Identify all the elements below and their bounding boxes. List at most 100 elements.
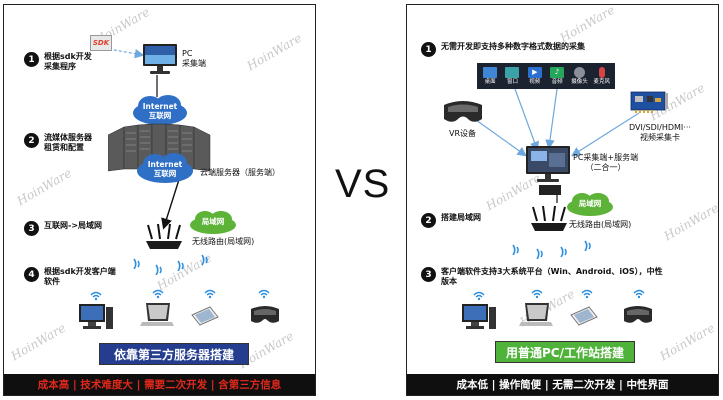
source-tile-microphone: 麦克风 (592, 66, 612, 86)
wifi-icon (633, 289, 645, 299)
step-number: 1 (421, 42, 436, 57)
right-connectors (468, 88, 640, 203)
step-text: 根据sdk开发客户端 软件 (44, 267, 116, 286)
right-step-3: 3 客户端软件支持3大系统平台（Win、Android、iOS），中性 版本 (421, 267, 663, 287)
laptop-icon (140, 303, 174, 326)
source-tile-video: ▶ 视频 (525, 66, 545, 86)
source-tile-camera: 摄像头 (569, 66, 589, 86)
wifi-icon (90, 291, 102, 301)
step-number: 1 (24, 52, 39, 67)
wifi-signal-icon (536, 248, 543, 259)
left-title: 依靠第三方服务器搭建 (99, 343, 249, 365)
left-step-1: 1 根据sdk开发 采集程序 (24, 52, 92, 72)
vs-label: VS (335, 162, 391, 206)
left-panel: HoinWare HoinWare HoinWare HoinWare Hoin… (3, 4, 316, 396)
source-tile-label: 麦克风 (593, 78, 611, 85)
microphone-icon (598, 66, 605, 78)
right-panel: HoinWare HoinWare HoinWare HoinWare Hoin… (406, 4, 719, 396)
step-number: 2 (24, 133, 39, 148)
source-tile-label: 音频 (551, 78, 563, 85)
lan-cloud: 局域网 (565, 191, 615, 217)
step-text: 客户端软件支持3大系统平台（Win、Android、iOS），中性 版本 (441, 267, 663, 286)
vr-label: VR设备 (449, 129, 477, 138)
source-tile-audio: ♪ 音频 (547, 66, 567, 86)
play-icon: ▶ (527, 66, 542, 78)
step-number: 3 (24, 221, 39, 236)
source-tile-label: 摄像头 (571, 78, 588, 85)
camera-icon (573, 66, 585, 78)
music-note-icon: ♪ (550, 66, 565, 78)
wifi-signal-icon (177, 260, 184, 271)
wifi-signal-icon (560, 246, 567, 257)
left-summary-bar: 成本高 | 技术难度大 | 需要二次开发 | 含第三方信息 (4, 374, 315, 395)
source-tile-label: 窗口 (506, 78, 518, 85)
desktop-pc-icon (79, 304, 113, 329)
capture-card-label: DVI/SDI/HDMI··· 视频采集卡 (629, 123, 691, 142)
cloud-icon (137, 153, 193, 183)
desktop-icon (483, 66, 498, 78)
router-label: 无线路由(局域网) (569, 220, 632, 229)
cloud-icon (133, 95, 187, 125)
left-step-4: 4 根据sdk开发客户端 软件 (24, 267, 116, 287)
wifi-icon (152, 289, 164, 299)
pc-label: PC 采集端 (182, 49, 206, 68)
sdk-logo-text: SDK (92, 39, 110, 47)
wifi-icon (531, 289, 543, 299)
wifi-signal-icon (584, 240, 591, 251)
card-to-pc-arrow (570, 112, 640, 157)
vr-to-pc-arrow (468, 114, 527, 157)
router-icon (146, 223, 182, 249)
step-text: 根据sdk开发 采集程序 (44, 52, 92, 71)
cloud-server-label: 云端服务器（服务端） (200, 168, 280, 177)
laptop-icon (519, 303, 553, 326)
wifi-signal-icon (155, 264, 162, 275)
step-number: 3 (421, 267, 436, 282)
source-tile-desktop: 桌面 (480, 66, 500, 86)
wifi-icon (204, 289, 216, 299)
left-step-2: 2 流媒体服务器 租赁和配置 (24, 133, 92, 153)
capture-card-icon (630, 91, 668, 113)
sdk-arrow (108, 48, 145, 59)
source-tile-label: 桌面 (484, 78, 496, 85)
sdk-logo: SDK (90, 35, 112, 51)
step-text: 搭建局域网 (441, 213, 481, 222)
right-title: 用普通PC/工作站搭建 (495, 341, 635, 363)
source-tile-window: 窗口 (502, 66, 522, 86)
pc-monitor-icon (143, 44, 177, 74)
router-icon (531, 205, 567, 231)
step-text: 流媒体服务器 租赁和配置 (44, 133, 92, 152)
source-tile-label: 视频 (529, 78, 541, 85)
source-tiles: 桌面 窗口 ▶ 视频 ♪ 音频 摄像头 麦克风 (477, 63, 615, 89)
pc-server-label: PC采集端+服务端 （二合一） (573, 153, 639, 172)
wifi-signal-icon (133, 258, 140, 269)
sources-to-pc-arrow (545, 88, 558, 150)
internet-cloud: Internet 互联网 (130, 93, 190, 127)
window-icon (505, 66, 520, 78)
step-number: 2 (421, 213, 436, 228)
wifi-icon (473, 291, 485, 301)
step-text: 互联网->局域网 (44, 221, 103, 230)
step-number: 4 (24, 267, 39, 282)
wifi-signal-icon (201, 254, 208, 265)
pc-monitor-icon (526, 146, 570, 195)
tablet-icon (191, 306, 219, 326)
right-step-1: 1 无需开发即支持多种数字格式数据的采集 (421, 42, 585, 57)
right-summary-bar: 成本低 | 操作简便 | 无需二次开发 | 中性界面 (407, 374, 718, 395)
right-step-2: 2 搭建局域网 (421, 213, 481, 228)
internet-cloud-label: Internet 互联网 (142, 102, 178, 120)
vr-headset-icon (444, 101, 482, 122)
tablet-icon (570, 306, 598, 326)
internet-cloud-label: Internet 互联网 (147, 160, 183, 178)
vr-headset-icon (251, 306, 279, 323)
lan-cloud-label: 局域网 (201, 217, 225, 226)
router-label: 无线路由(局域网) (192, 237, 255, 246)
desktop-pc-icon (462, 304, 496, 329)
vr-headset-icon (624, 306, 652, 323)
internet-cloud: Internet 互联网 (134, 151, 196, 185)
lan-cloud: 局域网 (188, 209, 238, 235)
cloud-icon (567, 193, 613, 216)
server-rack-icon (108, 123, 211, 172)
wifi-signal-icon (512, 244, 519, 255)
lan-cloud-label: 局域网 (578, 199, 602, 208)
cloud-icon (190, 211, 236, 234)
